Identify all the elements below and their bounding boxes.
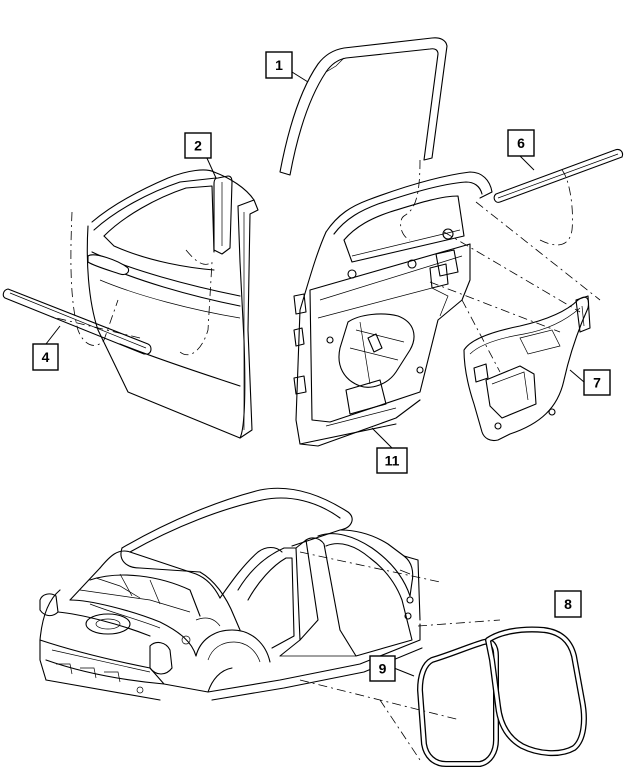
callout-11-label: 11 (385, 453, 400, 469)
part-4-belt-molding (2, 288, 152, 355)
callout-4-label: 4 (42, 349, 50, 365)
callout-7: 7 (583, 369, 611, 396)
callout-1: 1 (265, 51, 293, 79)
part-2-pillar-applique (213, 175, 233, 255)
part-6-belt-molding (493, 148, 624, 203)
assembly-phantom-lines (47, 201, 601, 761)
callout-7-label: 7 (593, 375, 601, 391)
callout-8: 8 (554, 590, 582, 618)
callout-1-label: 1 (275, 57, 283, 73)
car-body-in-white (39, 487, 423, 701)
part-1-frame-molding (279, 37, 448, 176)
callout-8-label: 8 (564, 596, 572, 612)
rear-door-inner-panel (293, 159, 573, 447)
callout-9-label: 9 (379, 661, 387, 677)
part-9-front-weatherstrip (417, 638, 499, 767)
callout-6-label: 6 (517, 135, 525, 151)
callout-2-label: 2 (194, 138, 202, 154)
callout-11: 11 (376, 447, 408, 474)
callout-leaders (45, 71, 585, 677)
callout-6: 6 (507, 129, 535, 157)
callout-9: 9 (369, 655, 396, 682)
callout-2: 2 (184, 132, 212, 159)
callout-4: 4 (32, 343, 59, 371)
part-8-rear-weatherstrip (485, 626, 587, 756)
part-7-door-trim-panel (463, 295, 591, 442)
front-door-outer-skin (70, 169, 259, 439)
